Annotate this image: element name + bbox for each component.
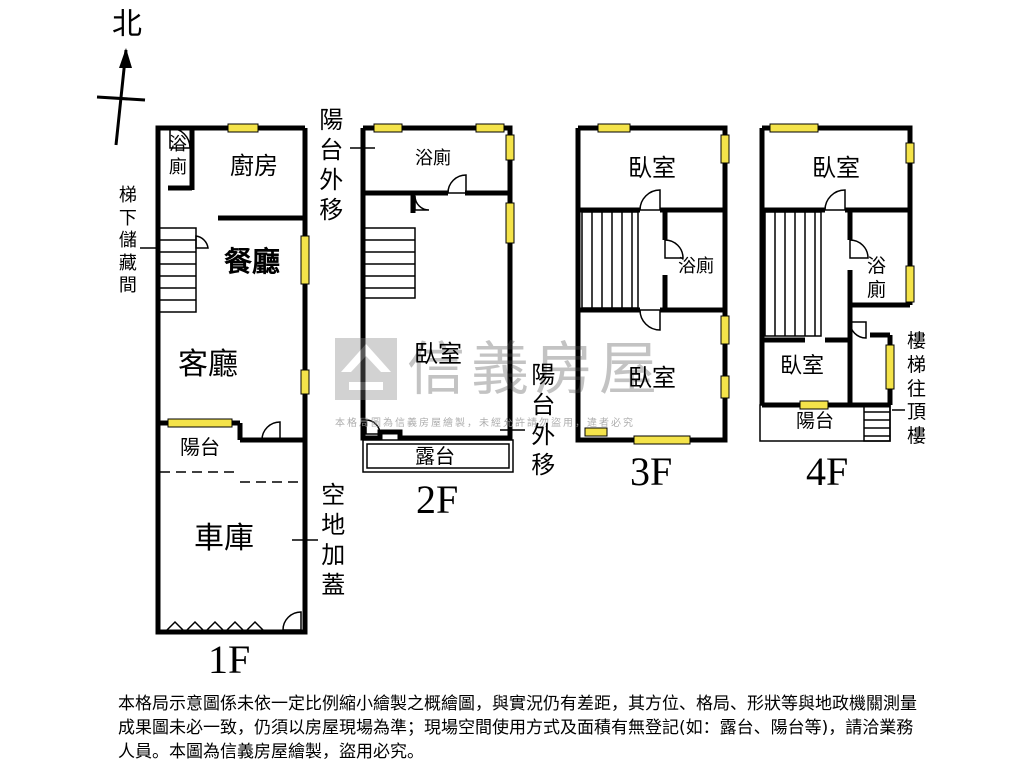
watermark: 信義房屋 [335,338,663,400]
floor-label-3f: 3F [630,449,673,494]
room-1f-garage: 車庫 [194,521,254,556]
floor-3f-plan [575,125,728,443]
room-2f-terrace: 露台 [415,444,455,468]
room-3f-bedroom-south: 臥室 [628,364,676,392]
floor-label-2f: 2F [416,477,459,522]
room-2f-bathroom: 浴廁 [415,148,451,169]
watermark-notice: 本格局圖為信義房屋繪製，未經允許請勿盜用，違者必究 [335,418,635,429]
floor-4f-details [759,189,905,442]
floor-plan-diagram [96,48,915,635]
floor-2f-windows [373,123,515,244]
floor-3f-details [581,189,684,331]
floor-4f-windows [769,123,915,410]
note-2f-balcony-moved-out-bottom: 陽台外移 [531,361,556,479]
room-1f-balcony: 陽台 [180,435,220,459]
note-1f-yard-extension: 空地加蓋 [321,481,346,599]
note-2f-balcony-moved-out-top: 陽台外移 [319,106,344,224]
floor-3f-windows [584,123,730,445]
room-1f-living: 客廳 [178,347,238,382]
floor-label-4f: 4F [806,449,849,494]
brand-logo-icon [335,338,397,400]
north-label: 北 [112,7,142,42]
room-3f-bathroom: 浴廁 [678,256,714,277]
room-1f-bathroom: 浴廁 [168,134,187,178]
floor-2f-details [350,147,525,473]
room-3f-bedroom-north: 臥室 [628,154,676,182]
note-1f-under-stair-storage: 梯下儲藏間 [118,185,137,296]
floor-label-1f: 1F [208,637,251,682]
room-1f-dining: 餐廳 [224,245,281,278]
floor-1f-plan [155,125,308,635]
north-arrow-icon [96,48,146,146]
room-4f-bedroom-south: 臥室 [780,354,825,379]
room-2f-bedroom: 臥室 [414,340,462,368]
floor-1f-details [140,127,318,634]
disclaimer-text: 本格局示意圖係未依一定比例縮小繪製之概繪圖，與實況仍有差距，其方位、格局、形狀等… [118,694,917,762]
room-4f-balcony: 陽台 [796,410,835,432]
room-4f-bedroom-north: 臥室 [812,154,860,182]
room-1f-kitchen: 廚房 [230,152,278,180]
note-4f-stairs-to-roof: 樓梯往頂樓 [906,330,926,447]
floor-1f-windows [167,123,310,428]
watermark-brand: 信義房屋 [407,335,664,403]
room-4f-bathroom: 浴廁 [866,255,886,301]
